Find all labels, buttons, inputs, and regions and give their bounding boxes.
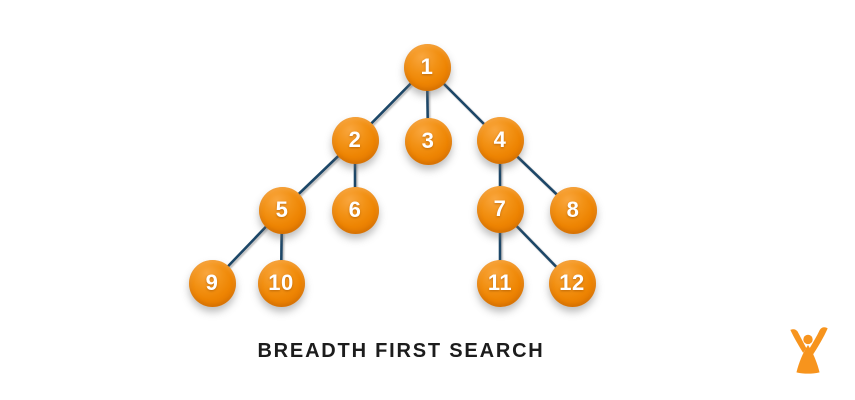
tree-node-9: 9 <box>188 259 236 307</box>
tree-node-10: 10 <box>257 259 305 307</box>
tree-node-11: 11 <box>476 259 524 307</box>
tree-node-8: 8 <box>549 186 597 234</box>
diagram-title: BREADTH FIRST SEARCH <box>257 340 545 362</box>
tree-node-6: 6 <box>331 186 379 234</box>
brand-logo <box>790 327 828 374</box>
tree-node-7: 7 <box>476 185 524 233</box>
tree-node-1: 1 <box>403 43 451 91</box>
tree-node-4: 4 <box>476 116 524 164</box>
raised-arms-person-icon <box>790 327 828 374</box>
tree-node-12: 12 <box>548 259 596 307</box>
tree-node-5: 5 <box>258 186 306 234</box>
tree-node-2: 2 <box>331 116 379 164</box>
tree-node-3: 3 <box>404 117 452 165</box>
